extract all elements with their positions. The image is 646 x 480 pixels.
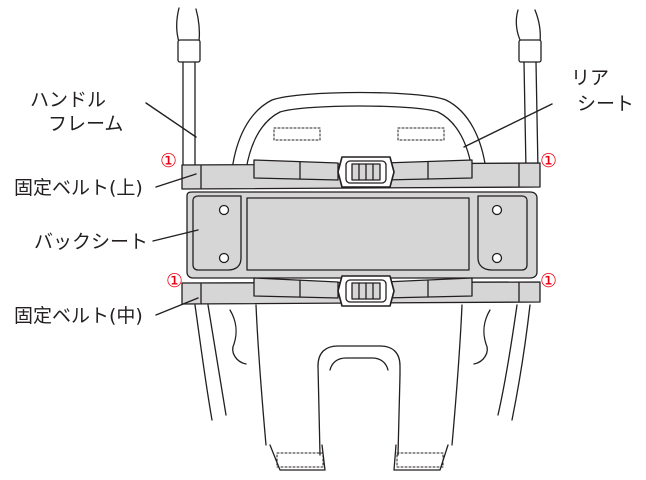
- leader-handle-frame: [145, 102, 197, 138]
- label-handle-frame-line2: フレーム: [48, 113, 124, 135]
- rear-seat: [231, 91, 487, 171]
- handle-frame-left: [176, 7, 201, 171]
- handle-frame-right: [515, 9, 542, 171]
- label-fixing-belt-upper: 固定ベルト(上): [14, 177, 143, 199]
- label-fixing-belt-middle: 固定ベルト(中): [14, 305, 143, 327]
- marker-upper-right: ①: [540, 150, 558, 172]
- label-back-seat: バックシート: [34, 231, 149, 253]
- leader-fixing-belt-upper: [155, 173, 197, 188]
- buckle-middle: [337, 275, 395, 307]
- marker-middle-left: ①: [166, 270, 184, 292]
- leader-back-seat: [152, 229, 199, 242]
- label-rear-seat-line1: リア: [571, 67, 610, 89]
- lower-seat-structure: [194, 304, 531, 471]
- buckle-upper: [337, 156, 395, 188]
- marker-middle-right: ①: [540, 270, 558, 292]
- fixing-belt-upper: [181, 156, 541, 190]
- fixing-belt-middle: [181, 275, 541, 307]
- leader-lines: [145, 102, 553, 316]
- back-seat: [186, 191, 538, 279]
- label-handle-frame-line1: ハンドル: [30, 89, 107, 111]
- marker-upper-left: ①: [160, 150, 178, 172]
- leader-rear-seat: [463, 103, 553, 148]
- leader-fixing-belt-middle: [155, 297, 199, 316]
- label-rear-seat-line2: シート: [577, 93, 635, 115]
